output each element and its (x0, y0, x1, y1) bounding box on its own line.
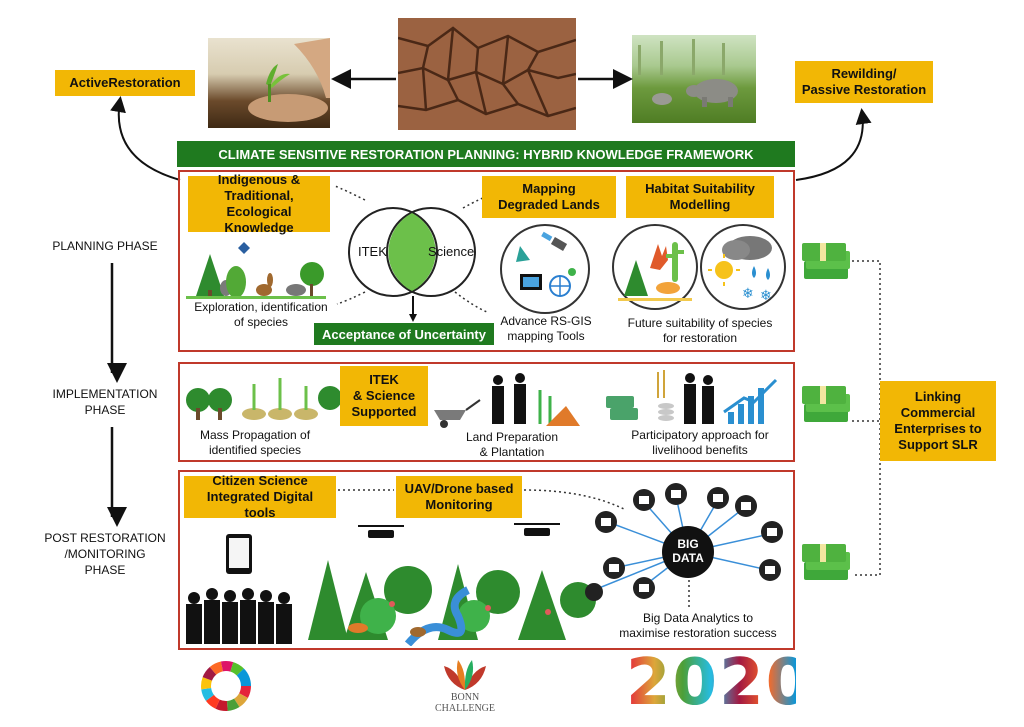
venn-science-label: Science (428, 244, 475, 259)
exploration-species-illustration (186, 242, 326, 299)
top-arrows (110, 69, 872, 181)
land-preparation-caption: Land Preparation& Plantation (465, 430, 559, 459)
forest-drone-illustration (308, 523, 596, 646)
species-suitability-icon (612, 224, 698, 310)
implementation-panel (178, 362, 795, 462)
phase-arrows (107, 263, 127, 527)
analytics-connector (688, 580, 690, 608)
rhino-grassland-photo (632, 35, 756, 123)
planting-hands-photo (208, 38, 330, 128)
citizen-crowd-illustration (186, 534, 292, 644)
rewilding-label: Rewilding/Passive Restoration (795, 61, 933, 103)
acceptance-uncertainty-box: Acceptance of Uncertainty (314, 323, 494, 345)
rs-gis-icon (500, 224, 590, 314)
bonn-challenge-logo-mark (444, 660, 486, 690)
planning-panel (178, 170, 795, 352)
climate-icon: ❄ ❄ (700, 224, 786, 310)
livelihood-illustration (606, 370, 778, 424)
sdg-wheel-logo (201, 661, 251, 711)
money-stack-icon-2 (802, 386, 850, 422)
svg-text:❄: ❄ (742, 286, 754, 302)
framework-title: CLIMATE SENSITIVE RESTORATION PLANNING: … (177, 141, 795, 167)
money-stack-icon-3 (802, 544, 850, 580)
cracked-soil-photo (398, 18, 576, 130)
mass-propagation-illustration (186, 378, 342, 420)
big-data-network (585, 483, 783, 601)
venn-itek-label: ITEK (358, 244, 387, 259)
monitoring-connectors (338, 489, 627, 511)
monitoring-panel (178, 470, 795, 650)
money-stack-icon-1 (802, 243, 850, 279)
year-2020-logo: 2020 (626, 646, 813, 720)
svg-text:❄: ❄ (760, 288, 772, 304)
land-preparation-illustration (434, 373, 580, 428)
planning-phase-label: PLANNING PHASE (52, 239, 158, 253)
active-restoration-label: ActiveRestoration (55, 70, 195, 96)
